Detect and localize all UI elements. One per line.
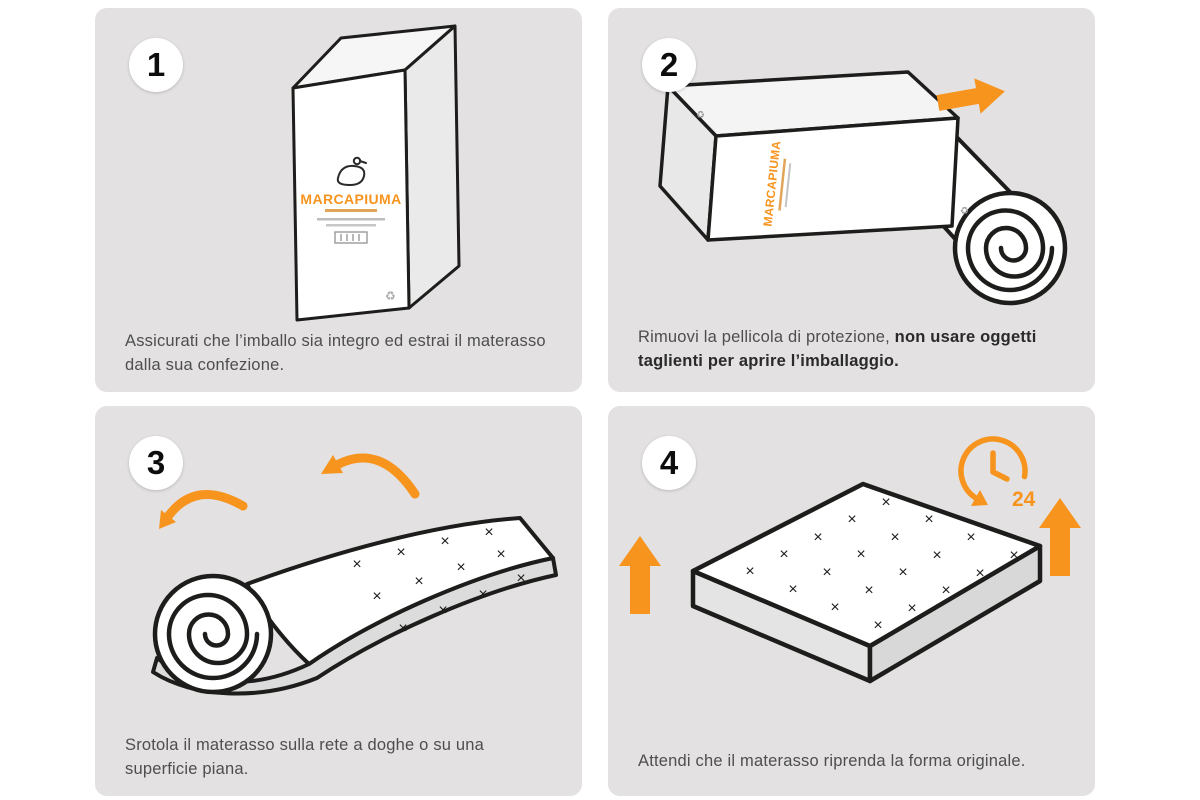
box-horizontal xyxy=(658,70,960,242)
svg-text:×: × xyxy=(484,524,493,541)
recycle-icon: ♻ xyxy=(696,110,705,121)
step-caption: Assicurati che l’imballo sia integro ed … xyxy=(125,332,546,375)
svg-text:×: × xyxy=(1009,547,1018,564)
caption-bold: non usare oggetti taglienti per aprire l… xyxy=(638,328,1037,371)
svg-text:×: × xyxy=(941,582,950,599)
svg-text:×: × xyxy=(352,556,361,573)
step-caption: Srotola il materasso sulla rete a doghe … xyxy=(125,736,485,779)
svg-text:×: × xyxy=(966,529,975,546)
svg-text:×: × xyxy=(456,559,465,576)
svg-text:×: × xyxy=(830,599,839,616)
barcode-icon xyxy=(334,231,368,244)
svg-text:×: × xyxy=(779,546,788,563)
svg-text:×: × xyxy=(873,617,882,634)
box-upright xyxy=(291,24,461,322)
step-caption: Rimuovi la pellicola di protezione, non … xyxy=(638,326,1078,374)
brand-logo: MARCAPIUMA xyxy=(300,156,401,244)
svg-text:×: × xyxy=(856,546,865,563)
svg-text:×: × xyxy=(864,582,873,599)
svg-text:×: × xyxy=(438,602,447,619)
step-number-badge: 1 xyxy=(129,38,183,92)
svg-text:×: × xyxy=(496,546,505,563)
goose-icon xyxy=(336,164,366,187)
svg-text:×: × xyxy=(813,529,822,546)
svg-text:×: × xyxy=(788,581,797,598)
expanded-mattress-illustration: × × × × × × × × × × × × × × × × × × × × 24 xyxy=(619,436,1081,684)
svg-text:×: × xyxy=(440,533,449,550)
clock-hours-label: 24 xyxy=(1012,488,1036,511)
svg-text:×: × xyxy=(907,600,916,617)
svg-text:×: × xyxy=(822,564,831,581)
svg-text:×: × xyxy=(372,588,381,605)
svg-text:×: × xyxy=(396,544,405,561)
step-number-badge: 2 xyxy=(642,38,696,92)
step-panel-4: × × × × × × × × × × × × × × × × × × × × 24 4 Attendi che… xyxy=(608,406,1095,796)
recycle-icon: ♻ xyxy=(385,289,396,303)
step-number-badge: 3 xyxy=(129,436,183,490)
step-number-badge: 4 xyxy=(642,436,696,490)
svg-text:×: × xyxy=(881,494,890,511)
mattress-sheet: ×××× ×××× ×××× xyxy=(151,516,558,696)
svg-text:×: × xyxy=(975,565,984,582)
svg-text:×: × xyxy=(898,564,907,581)
step-panel-1: MARCAPIUMA ♻ 1 Assicurati che l’imballo … xyxy=(95,8,582,392)
unrolling-mattress-illustration: ×××× ×××× ×××× xyxy=(151,453,558,696)
svg-text:×: × xyxy=(847,511,856,528)
svg-text:×: × xyxy=(516,570,525,587)
spiral-icon xyxy=(166,592,260,681)
arrow-up-left-icon xyxy=(619,536,661,614)
arrow-up-right-icon xyxy=(1039,498,1081,576)
svg-text:×: × xyxy=(745,563,754,580)
spiral-icon xyxy=(965,208,1055,293)
brand-name-text: MARCAPIUMA xyxy=(300,191,401,207)
svg-text:×: × xyxy=(398,620,407,637)
upright-box-illustration: MARCAPIUMA ♻ xyxy=(291,24,461,322)
quilting-marks: × × × × × × × × × × × × × × × × × × × × xyxy=(745,494,1018,634)
svg-text:×: × xyxy=(890,529,899,546)
quilting-marks: ×××× ×××× ×××× xyxy=(352,524,525,637)
caption-normal: Rimuovi la pellicola di protezione, xyxy=(638,328,895,347)
arrow-right-icon xyxy=(936,78,1005,114)
box-opening-illustration: MARCAPIUMA ♻ ♻ xyxy=(658,70,1068,306)
svg-text:×: × xyxy=(924,511,933,528)
step-panel-2: MARCAPIUMA ♻ ♻ 2 Rimuovi la pellicola di… xyxy=(608,8,1095,392)
clock-24h-icon: 24 xyxy=(958,436,1036,511)
recycle-icon: ♻ xyxy=(960,206,969,217)
unroll-arrow-top-icon xyxy=(321,453,420,499)
step-panel-3: ×××× ×××× ×××× xyxy=(95,406,582,796)
rolled-end xyxy=(152,573,274,695)
unroll-arrow-left-icon xyxy=(159,489,248,529)
svg-text:×: × xyxy=(478,586,487,603)
mattress xyxy=(690,481,1043,684)
svg-text:×: × xyxy=(414,573,423,590)
steps-grid: MARCAPIUMA ♻ 1 Assicurati che l’imballo … xyxy=(95,8,1095,796)
svg-text:×: × xyxy=(932,547,941,564)
step-caption: Attendi che il materasso riprenda la for… xyxy=(638,752,1026,771)
